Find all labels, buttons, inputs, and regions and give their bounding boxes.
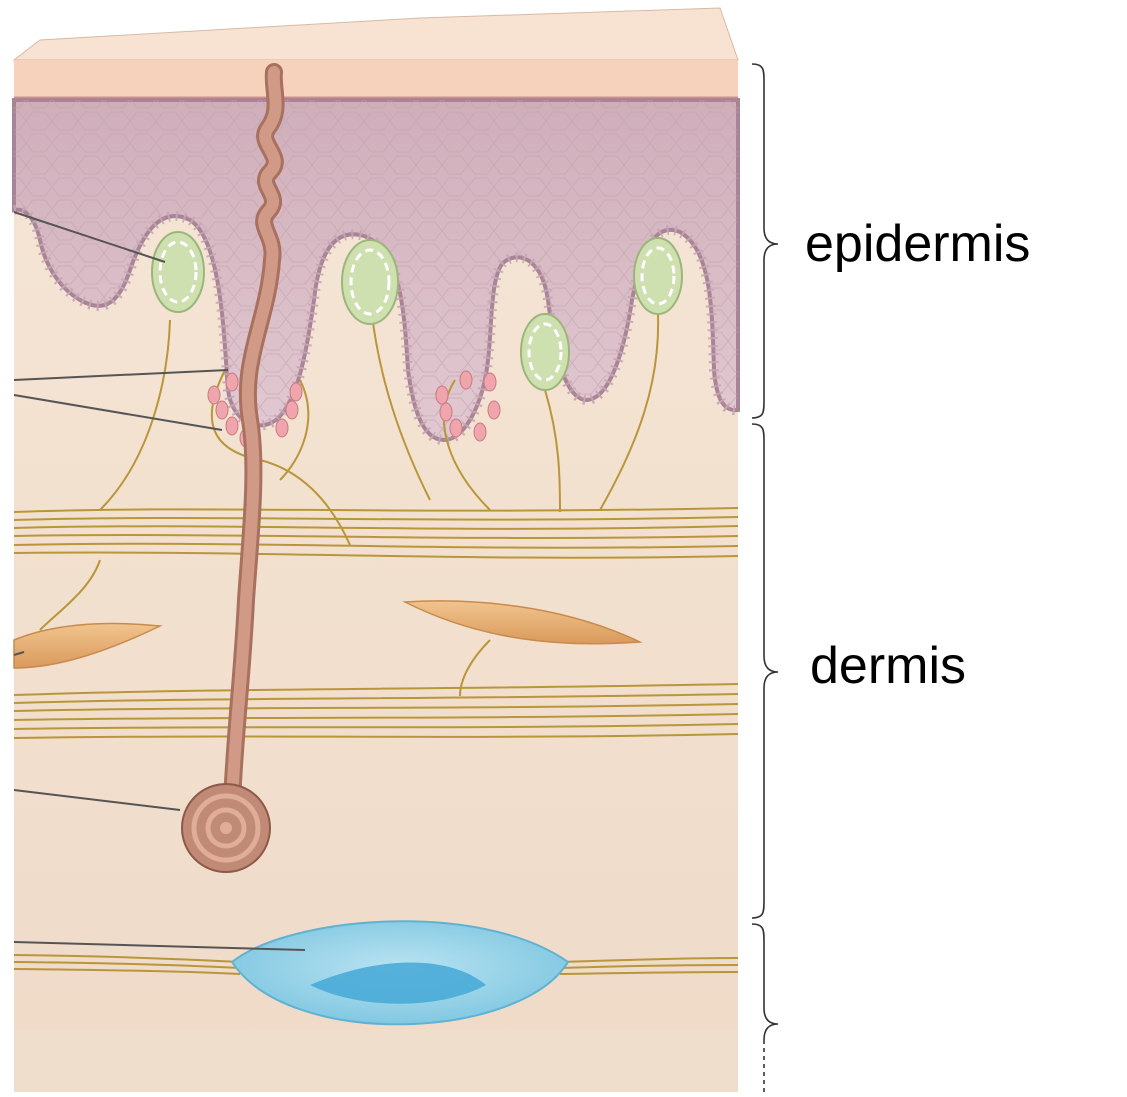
- sweat-gland-coil: [182, 784, 270, 872]
- tactile-corpuscle: [521, 314, 569, 390]
- label-epidermis: epidermis: [805, 218, 1030, 270]
- tactile-corpuscle: [342, 240, 398, 324]
- tactile-corpuscle: [152, 232, 204, 312]
- brace-epidermis: [752, 64, 778, 418]
- brace-dermis: [752, 424, 778, 918]
- lower-tissue: [14, 1030, 738, 1092]
- tactile-corpuscle: [634, 238, 682, 314]
- brace-lower: [752, 924, 778, 1040]
- layer-braces: [752, 64, 778, 1092]
- label-dermis: dermis: [810, 640, 966, 692]
- skin-surface: [14, 8, 738, 98]
